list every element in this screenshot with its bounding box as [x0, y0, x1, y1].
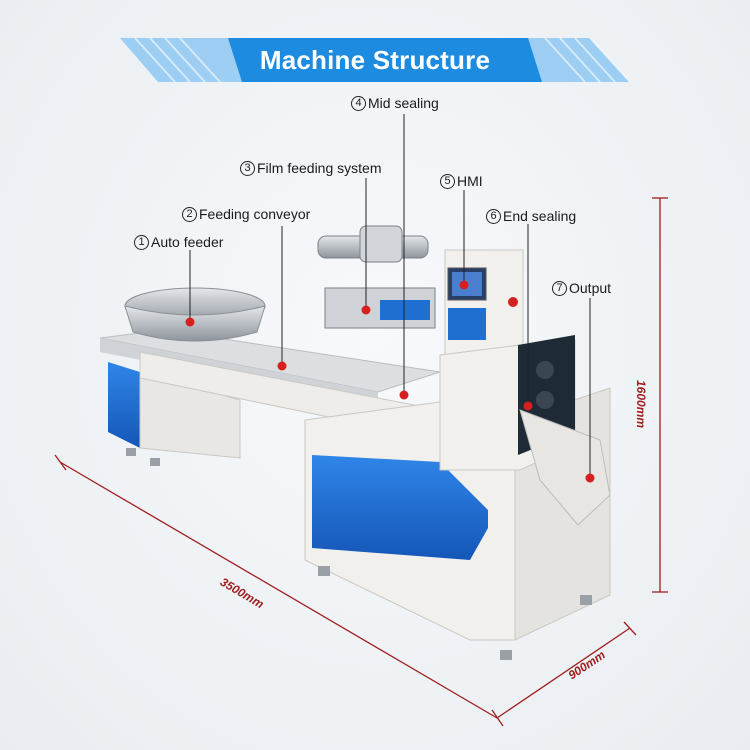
marker-feeding-conveyor: [277, 361, 287, 371]
callout-number: 5: [440, 173, 455, 189]
callout-label: Feeding conveyor: [199, 206, 311, 222]
callout-hmi: 5 HMI: [440, 173, 483, 189]
callout-mid-sealing: 4 Mid sealing: [351, 95, 439, 111]
banner-title: Machine Structure: [259, 44, 491, 75]
callout-number: 1: [134, 234, 149, 250]
marker-mid-sealing: [399, 390, 409, 400]
callout-number: 6: [486, 208, 501, 224]
callout-label: Mid sealing: [368, 95, 439, 111]
banner: [120, 37, 631, 83]
callout-auto-feeder: 1 Auto feeder: [134, 234, 223, 250]
callout-markers: [185, 280, 595, 483]
callout-label: HMI: [457, 173, 483, 189]
callout-label: Auto feeder: [151, 234, 224, 250]
marker-auto-feeder: [185, 317, 195, 327]
callout-number: 2: [182, 206, 197, 222]
banner-bar: [228, 38, 542, 82]
marker-output: [585, 473, 595, 483]
length-dimension-line: [59, 461, 498, 719]
marker-hmi: [459, 280, 469, 290]
width-dimension-line: [496, 627, 631, 719]
callout-number: 7: [552, 280, 567, 296]
callout-output: 7 Output: [552, 280, 611, 296]
marker-end-sealing: [523, 401, 533, 411]
callout-number: 3: [240, 160, 255, 176]
dimension-lines: [54, 197, 668, 727]
height-dimension-label: 1600mm: [634, 380, 648, 429]
callout-leaders: [189, 114, 591, 478]
callout-film-feeding-system: 3 Film feeding system: [240, 160, 381, 176]
callout-label: Output: [569, 280, 612, 296]
callout-feeding-conveyor: 2 Feeding conveyor: [182, 206, 310, 222]
packing-machine: [99, 225, 611, 660]
callout-label: Film feeding system: [257, 160, 382, 176]
callout-end-sealing: 6 End sealing: [486, 208, 576, 224]
marker-film-feeding: [361, 305, 371, 315]
callout-label: End sealing: [503, 208, 577, 224]
callout-number: 4: [351, 95, 366, 111]
